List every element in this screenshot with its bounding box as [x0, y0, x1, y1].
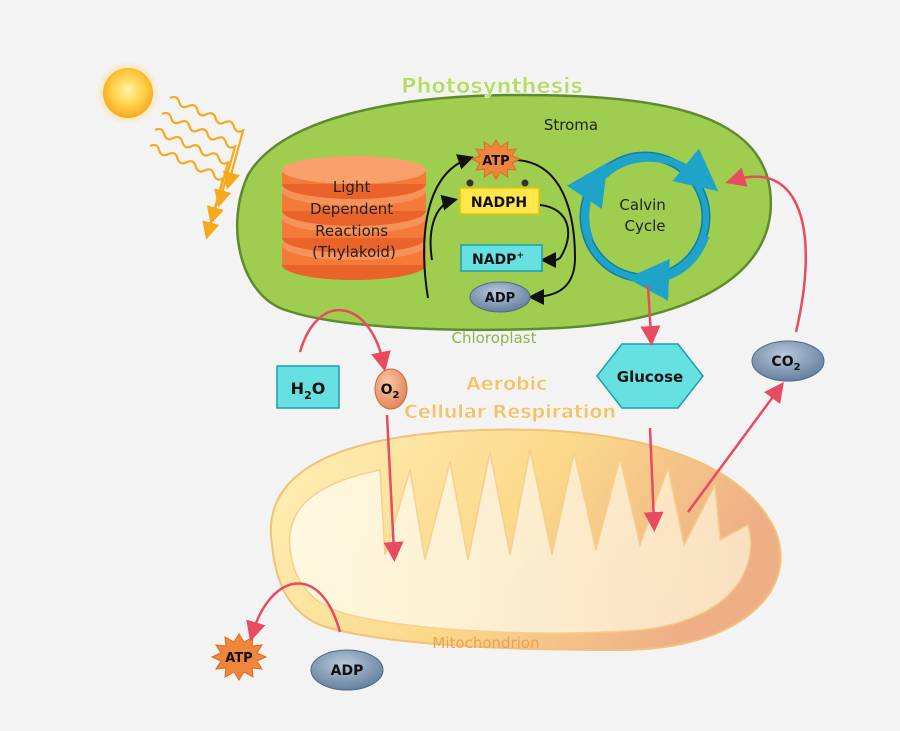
arrow-oxygen-to-mitochondrion [383, 414, 404, 562]
o2-label: O2 [381, 382, 400, 401]
thylakoid-label-line: (Thylakoid) [312, 243, 396, 261]
sun-ray [161, 111, 237, 208]
calvin-cycle-label-line: Cycle [625, 217, 666, 235]
nadp-main: NADP [472, 252, 516, 268]
atp-output-label: ATP [225, 651, 252, 666]
thylakoid-stack [282, 156, 426, 280]
sun-ray [169, 95, 245, 190]
atp-output-star: ATP [210, 633, 268, 681]
thylakoid-label: Light Dependent Reactions (Thylakoid) [310, 178, 398, 261]
photosynthesis-title: Photosynthesis [401, 74, 583, 98]
h2o-main: H [291, 379, 304, 398]
calvin-cycle-label-line: Calvin [619, 196, 665, 214]
respiration-title: Aerobic Cellular Respiration [404, 373, 616, 423]
calvin-cycle-label: Calvin Cycle [619, 196, 670, 235]
arrow-calvin-to-glucose [640, 284, 661, 346]
nadph-label: NADPH [471, 195, 527, 211]
h2o-box: H2O [276, 365, 340, 409]
sun-icon [96, 61, 160, 125]
connector-dot [466, 179, 474, 187]
adp-oval-chloroplast: ADP [469, 281, 531, 313]
co2-oval: CO2 [751, 340, 825, 382]
adp-output-label: ADP [331, 663, 364, 679]
sunlight-rays [149, 95, 245, 240]
o2-oval: O2 [374, 368, 408, 410]
co2-main: CO [771, 354, 793, 370]
o2-main: O [381, 382, 393, 398]
arrow-glucose-to-mitochondrion [643, 427, 664, 532]
adp-output-oval: ADP [310, 649, 384, 691]
mitochondrion-label: Mitochondrion [432, 634, 539, 652]
stroma-label: Stroma [544, 116, 598, 134]
nadp-box: NADP+ [460, 244, 543, 272]
mitochondrion-body [269, 428, 782, 652]
arrow-mitochondrion-to-atp [246, 582, 342, 642]
atp-label: ATP [482, 154, 509, 169]
sun-ray [149, 143, 225, 240]
glucose-hexagon: Glucose [596, 343, 704, 409]
thylakoid-label-line: Light [333, 178, 371, 196]
thylakoid-label-line: Reactions [315, 222, 388, 240]
atp-nadph-cycle-arrows [423, 154, 577, 305]
thylakoid-label-line: Dependent [310, 200, 393, 218]
atp-star: ATP [470, 138, 522, 181]
h2o-subscript: 2 [304, 389, 312, 402]
respiration-title-line: Cellular Respiration [404, 401, 616, 423]
arrow-mitochondrion-to-co2 [686, 381, 784, 513]
respiration-title-line: Aerobic [466, 373, 547, 395]
flow-arrows [246, 167, 807, 642]
nadph-box: NADPH [459, 187, 540, 215]
calvin-cycle-ring [566, 148, 719, 301]
co2-subscript: 2 [794, 362, 801, 373]
nadp-label: NADP+ [472, 251, 524, 268]
o2-subscript: 2 [392, 390, 399, 401]
chloroplast-label: Chloroplast [452, 329, 537, 347]
co2-label: CO2 [771, 354, 800, 373]
h2o-tail: O [312, 379, 326, 398]
glucose-label: Glucose [617, 368, 683, 386]
sun-ray [154, 127, 230, 225]
h2o-label: H2O [291, 379, 326, 402]
connector-dot [521, 179, 529, 187]
arrow-co2-to-chloroplast [725, 167, 807, 333]
arrow-water-to-oxygen [298, 309, 391, 372]
nadp-superscript: + [516, 251, 524, 261]
adp-label: ADP [485, 291, 515, 306]
